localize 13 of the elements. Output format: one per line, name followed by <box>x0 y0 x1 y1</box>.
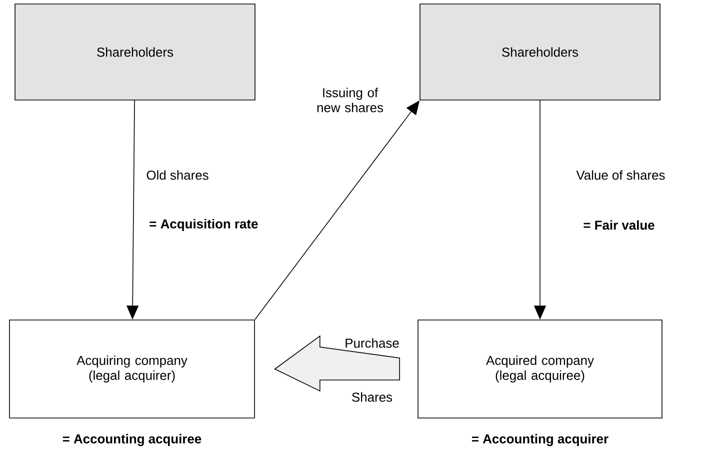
label: = Fair value <box>584 220 654 230</box>
company-box: Acquiring company (legal acquirer) <box>9 320 255 418</box>
edge-label: Purchase <box>346 338 399 348</box>
edge-label: Issuing of new shares <box>317 88 383 112</box>
beside-text: = Accounting acquirer <box>472 434 608 446</box>
shareholder-box: Shareholders <box>420 4 660 100</box>
company-box: Acquired company (legal acquiree) <box>418 320 662 418</box>
beside-text: = Accounting acquiree <box>62 434 202 446</box>
shareholder-box: Shareholders <box>14 4 256 100</box>
edge-label: Old shares <box>146 170 208 180</box>
label: = Acquisition rate <box>150 218 258 232</box>
label: Shares <box>352 392 392 402</box>
edge-label: Value of shares <box>576 170 665 180</box>
